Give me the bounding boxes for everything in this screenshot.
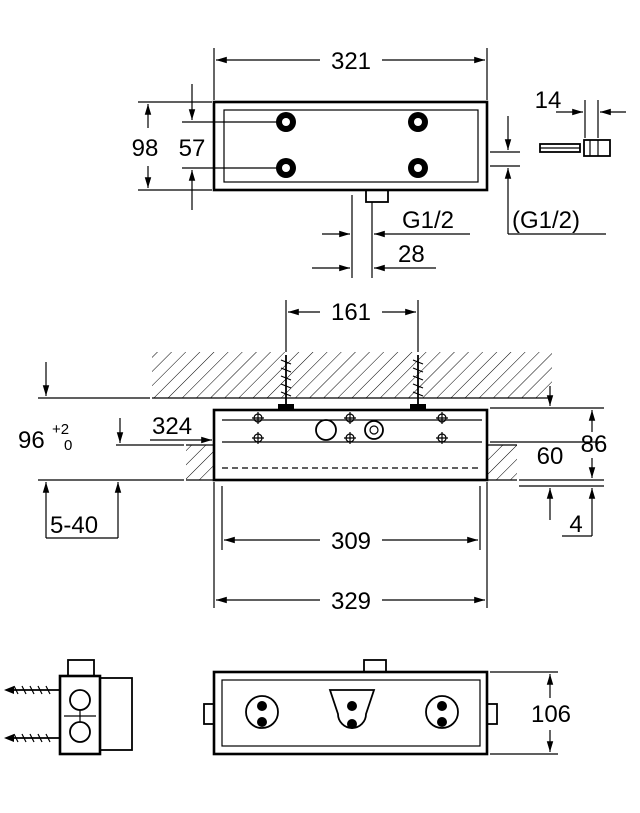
bolt-icon [408,158,428,178]
dim-98: 98 [132,135,159,162]
housing-bottom-outline [212,670,489,756]
valve-cartridge-icon [245,695,279,729]
dim-329: 329 [331,588,371,615]
dim-57: 57 [179,135,206,162]
valve-cartridge-icon [328,689,376,729]
anchor-screw-icon [4,733,60,743]
dim-60: 60 [537,443,564,470]
outlet-stub [365,189,389,203]
dim-28: 28 [398,241,425,268]
bolt-icon [276,112,296,132]
dim-96-tol-upper: +2 [52,421,69,438]
dim-96: 96 [18,427,45,454]
side-view [4,659,133,756]
bolt-icon [408,112,428,132]
dim-4: 4 [569,511,582,538]
dim-324: 324 [152,413,192,440]
front-view: 161 96 +2 0 324 5-40 60 86 4 [18,299,607,615]
anchor-screw-icon [410,355,426,410]
housing-front-outline [212,408,489,482]
dim-14: 14 [535,87,562,114]
valve-icon [315,419,337,441]
thread-g12: G1/2 [402,207,454,234]
top-view: 321 98 57 [132,48,626,278]
dim-161: 161 [331,299,371,326]
wall-hatch [152,352,552,398]
housing-top-outline [212,100,489,192]
dim-321: 321 [331,48,371,75]
bottom-view: 106 [203,659,571,756]
anchor-screw-icon [278,355,294,410]
fitting-icons [252,412,448,444]
dim-5-40: 5-40 [50,512,98,539]
anchor-screw-icon [4,685,60,695]
dim-106: 106 [531,701,571,728]
dim-86: 86 [581,431,608,458]
dim-96-tol-lower: 0 [64,437,72,454]
valve-icon [364,420,384,440]
bolt-icon [276,158,296,178]
valve-cartridge-icon [425,695,459,729]
dim-309: 309 [331,528,371,555]
thread-g12-bracket: (G1/2) [512,207,580,234]
